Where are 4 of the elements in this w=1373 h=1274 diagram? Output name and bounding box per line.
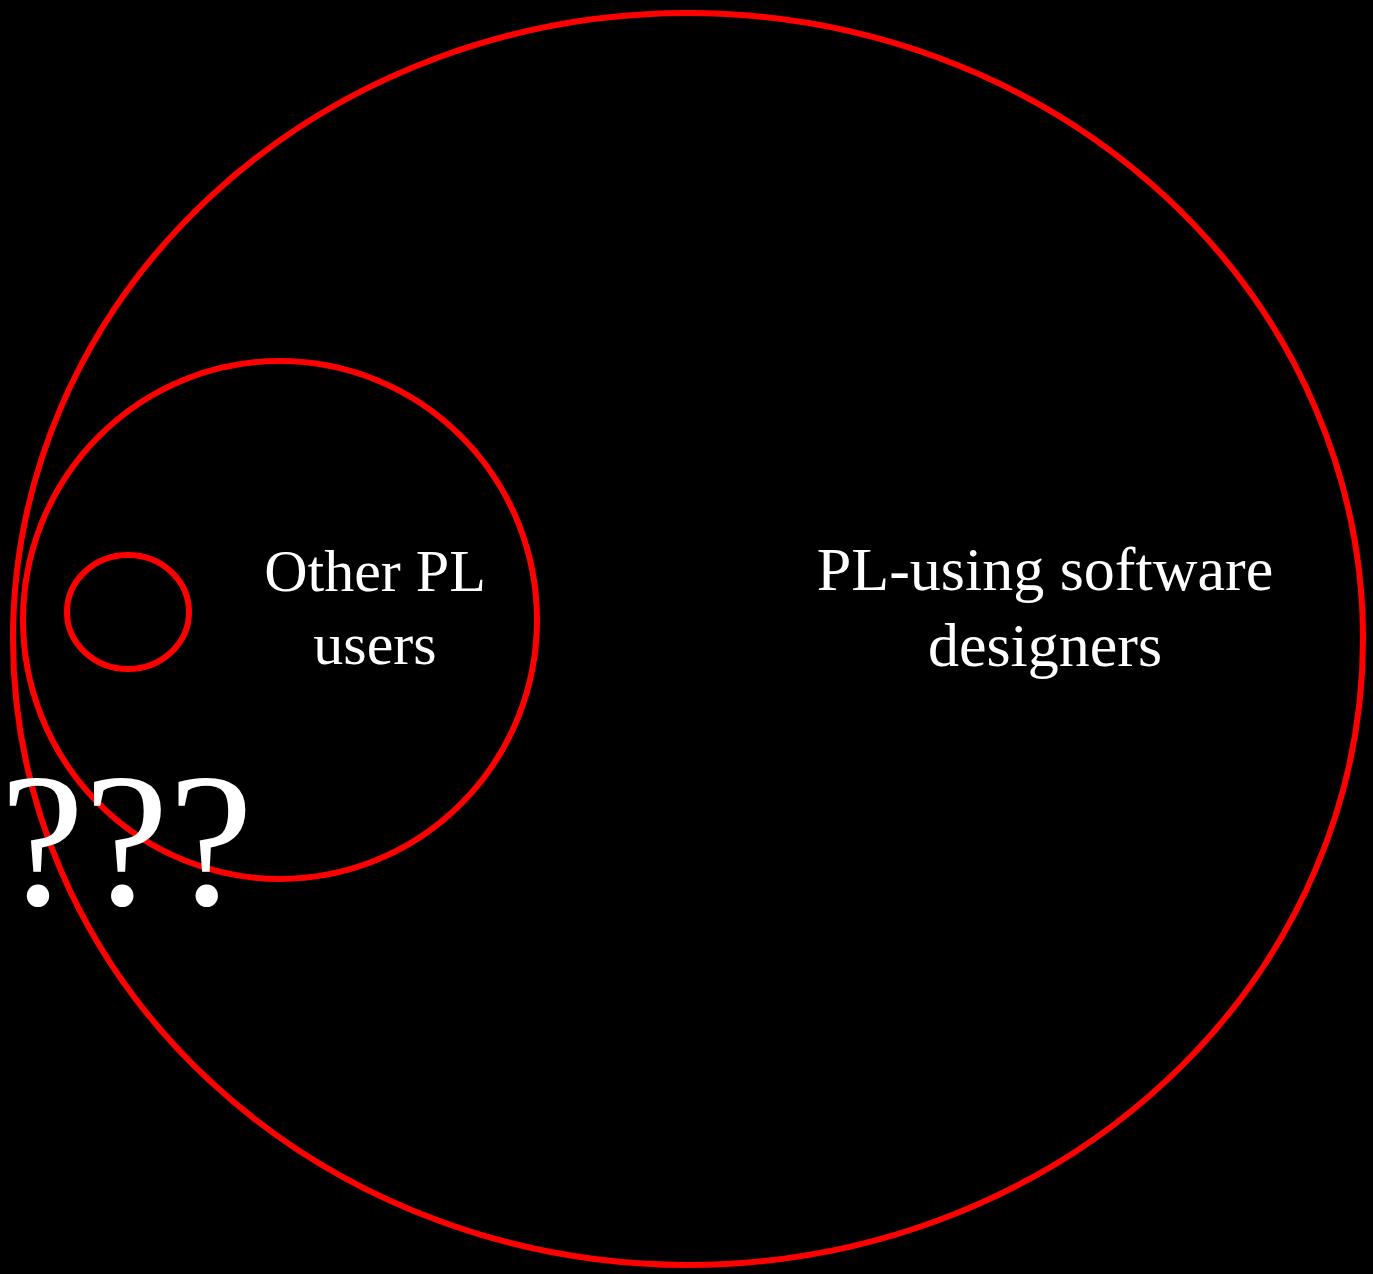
set-ellipse bbox=[64, 552, 192, 672]
set-label: PL-using software designers bbox=[815, 534, 1275, 681]
set-label: Other PL users bbox=[263, 537, 487, 680]
set-ellipse bbox=[10, 10, 1366, 1268]
